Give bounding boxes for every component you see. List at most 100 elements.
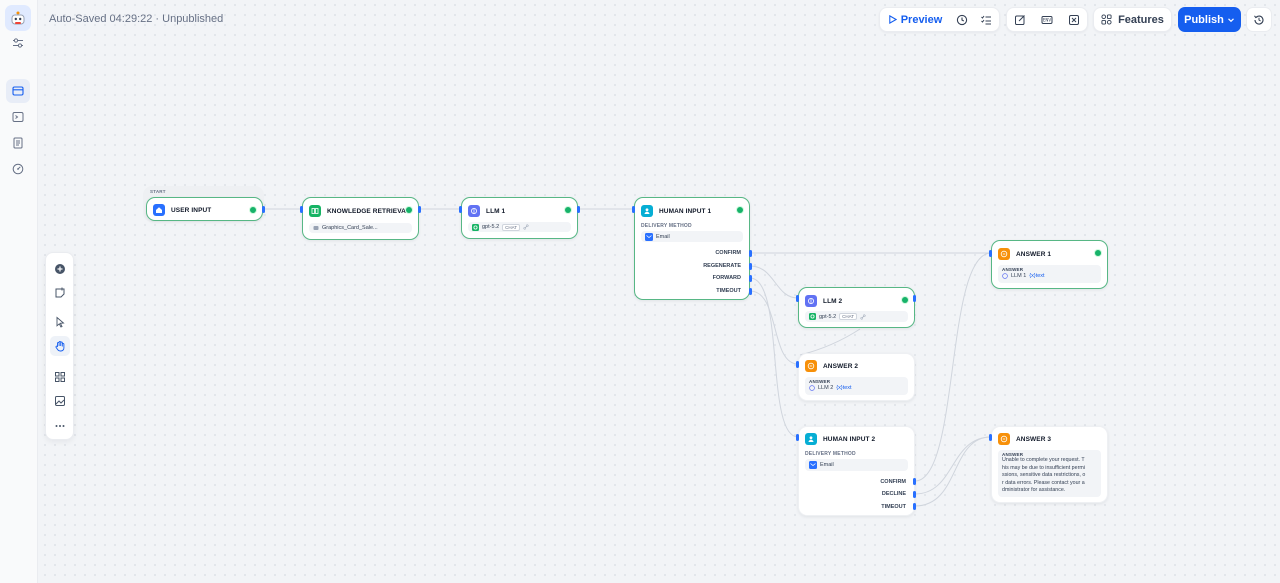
orchestrate-icon[interactable] bbox=[6, 79, 30, 103]
model-name: gpt-5.2 bbox=[482, 224, 500, 230]
branch-handle-timeout[interactable] bbox=[913, 503, 916, 510]
more-icon[interactable] bbox=[50, 416, 70, 436]
answer-icon bbox=[805, 360, 817, 372]
branch-decline: DECLINE bbox=[881, 491, 906, 497]
knowledge-icon bbox=[309, 205, 321, 217]
answer1-node[interactable]: ANSWER 1 ANSWER LLM 1 {x}text bbox=[991, 240, 1108, 289]
target-handle[interactable] bbox=[796, 295, 799, 302]
source-handle[interactable] bbox=[418, 206, 421, 213]
link-icon bbox=[523, 224, 529, 230]
target-handle[interactable] bbox=[989, 250, 992, 257]
answer-text-line: r data errors. Please contact your a bbox=[1002, 479, 1085, 486]
checklist-button[interactable] bbox=[974, 8, 998, 31]
target-handle[interactable] bbox=[300, 206, 303, 213]
run-history-button[interactable] bbox=[950, 8, 974, 31]
node-title: LLM 2 bbox=[823, 297, 843, 305]
add-note-icon[interactable] bbox=[50, 283, 70, 303]
features-label: Features bbox=[1118, 13, 1164, 26]
variable-icon bbox=[1068, 14, 1079, 25]
delivery-method-label: DELIVERY METHOD bbox=[805, 451, 856, 457]
answer2-node[interactable]: ANSWER 2 ANSWER LLM 2 {x}text bbox=[798, 353, 915, 401]
human-input-icon bbox=[805, 433, 817, 445]
branch-handle-decline[interactable] bbox=[913, 491, 916, 498]
branch-timeout: TIMEOUT bbox=[881, 504, 906, 510]
add-node-icon[interactable] bbox=[50, 259, 70, 279]
target-handle[interactable] bbox=[989, 434, 992, 441]
edit-box-icon bbox=[1015, 14, 1026, 25]
publish-button[interactable]: Publish bbox=[1178, 7, 1241, 32]
human-input-icon bbox=[641, 205, 653, 217]
environment-group: ENV bbox=[1006, 7, 1088, 32]
node-title: KNOWLEDGE RETRIEVAL bbox=[327, 207, 411, 215]
variable-source-icon bbox=[809, 385, 815, 391]
human-input1-node[interactable]: HUMAN INPUT 1 DELIVERY METHOD Email CONF… bbox=[634, 197, 750, 300]
model-name: gpt-5.2 bbox=[819, 313, 837, 320]
model-field: gpt-5.2 CHAT bbox=[805, 311, 908, 322]
node-title: ANSWER 2 bbox=[823, 362, 859, 370]
target-handle[interactable] bbox=[796, 434, 799, 441]
node-title: ANSWER 1 bbox=[1016, 250, 1052, 258]
email-icon bbox=[645, 232, 653, 241]
status-success-icon bbox=[565, 207, 571, 213]
pointer-icon[interactable] bbox=[50, 312, 70, 332]
node-title: HUMAN INPUT 2 bbox=[823, 435, 876, 443]
source-handle[interactable] bbox=[577, 206, 580, 213]
hand-icon[interactable] bbox=[50, 336, 70, 356]
llm2-node[interactable]: LLM 2 gpt-5.2 CHAT bbox=[798, 287, 915, 328]
branch-confirm: CONFIRM bbox=[715, 250, 741, 256]
knowledge-retrieval-node[interactable]: KNOWLEDGE RETRIEVAL Graphics_Card_Sale..… bbox=[302, 197, 419, 240]
target-handle[interactable] bbox=[459, 206, 462, 213]
app-logo-icon[interactable] bbox=[5, 5, 31, 31]
answer3-node[interactable]: ANSWER 3 ANSWER Unable to complete your … bbox=[991, 426, 1108, 503]
version-history-button[interactable] bbox=[1246, 7, 1272, 32]
edge-forward-human2 bbox=[749, 277, 799, 438]
status-success-icon bbox=[406, 207, 412, 213]
canvas-toolbar bbox=[45, 252, 74, 440]
chevron-down-icon bbox=[1227, 17, 1234, 22]
branch-handle-timeout[interactable] bbox=[749, 288, 752, 295]
import-button[interactable] bbox=[1007, 8, 1034, 31]
delivery-method-label: DELIVERY METHOD bbox=[641, 223, 692, 229]
edge-llm2-loop bbox=[799, 328, 861, 356]
branch-regenerate: REGENERATE bbox=[703, 263, 741, 269]
source-handle[interactable] bbox=[262, 206, 265, 213]
branch-handle-confirm[interactable] bbox=[913, 478, 916, 485]
branch-handle-forward[interactable] bbox=[749, 275, 752, 282]
organize-icon[interactable] bbox=[50, 367, 70, 387]
target-handle[interactable] bbox=[796, 361, 799, 368]
target-handle[interactable] bbox=[632, 206, 635, 213]
node-title: HUMAN INPUT 1 bbox=[659, 207, 712, 215]
branch-handle-regenerate[interactable] bbox=[749, 263, 752, 270]
preview-label: Preview bbox=[900, 13, 943, 26]
node-title: USER INPUT bbox=[171, 206, 212, 214]
settings-sliders-icon[interactable] bbox=[6, 31, 30, 55]
answer-icon bbox=[998, 433, 1010, 445]
answer-text-line: his may be due to insufficient permi bbox=[1002, 464, 1085, 471]
human-input2-node[interactable]: HUMAN INPUT 2 DELIVERY METHOD Email CONF… bbox=[798, 426, 915, 516]
status-success-icon bbox=[1095, 250, 1101, 256]
left-rail bbox=[0, 0, 38, 583]
dataset-field: Graphics_Card_Sale... bbox=[309, 223, 412, 233]
monitoring-icon[interactable] bbox=[6, 157, 30, 181]
node-title: ANSWER 3 bbox=[1016, 435, 1052, 443]
logs-icon[interactable] bbox=[6, 131, 30, 155]
source-handle[interactable] bbox=[913, 295, 916, 302]
model-provider-icon bbox=[809, 313, 816, 320]
branch-timeout: TIMEOUT bbox=[716, 288, 741, 294]
answer-field: ANSWER LLM 2 {x}text bbox=[805, 377, 908, 395]
answer-icon bbox=[998, 248, 1010, 260]
conversation-variables-button[interactable] bbox=[1060, 8, 1087, 31]
terminal-icon[interactable] bbox=[6, 105, 30, 129]
llm1-node[interactable]: LLM 1 gpt-5.2 CHAT bbox=[461, 197, 578, 239]
features-button[interactable]: Features bbox=[1093, 7, 1172, 32]
answer-field-label: ANSWER bbox=[809, 379, 831, 384]
preview-button[interactable]: Preview bbox=[880, 8, 950, 31]
link-icon bbox=[860, 313, 866, 320]
env-variables-button[interactable]: ENV bbox=[1034, 8, 1061, 31]
user-input-node[interactable]: USER INPUT bbox=[146, 197, 263, 221]
history-icon bbox=[1254, 15, 1264, 25]
checklist-icon bbox=[981, 15, 991, 24]
minimap-icon[interactable] bbox=[50, 391, 70, 411]
branch-handle-confirm[interactable] bbox=[749, 250, 752, 257]
